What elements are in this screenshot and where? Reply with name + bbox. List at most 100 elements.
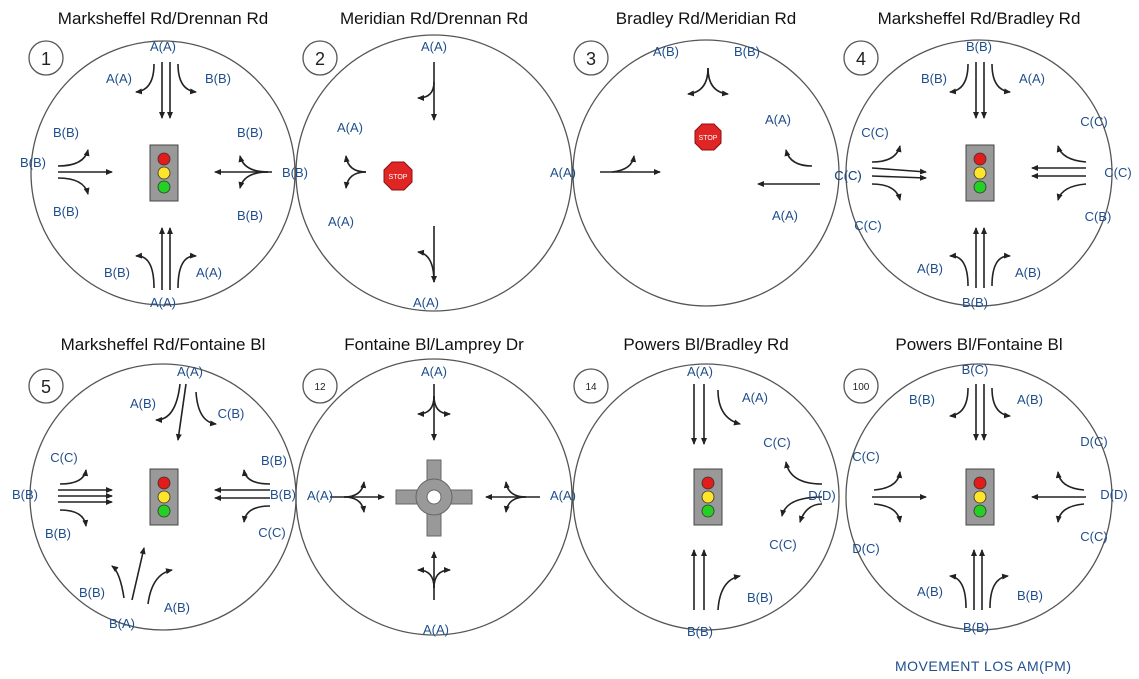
intersection-12-title: Fontaine Bl/Lamprey Dr (344, 335, 524, 354)
los-label: B(B) (79, 585, 105, 600)
traffic-signal-icon (693, 468, 723, 526)
intersection-100: Powers Bl/Fontaine Bl 100 B(C) B(B) A(B)… (843, 335, 1128, 635)
los-label: D(C) (1080, 434, 1107, 449)
los-label: C(B) (1085, 209, 1112, 224)
los-label: A(A) (772, 208, 798, 223)
los-label: B(B) (53, 125, 79, 140)
los-label: B(B) (270, 487, 296, 502)
roundabout-icon (395, 459, 473, 537)
los-label: A(A) (1019, 71, 1045, 86)
intersection-1-title: Marksheffel Rd/Drennan Rd (58, 9, 268, 28)
los-label: B(C) (962, 362, 989, 377)
los-label: B(B) (104, 265, 130, 280)
los-label: C(C) (769, 537, 796, 552)
los-label: C(C) (861, 125, 888, 140)
intersection-3-number: 3 (586, 49, 596, 69)
intersection-2: Meridian Rd/Drennan Rd 2 STOP A(A) B(B) … (282, 9, 573, 312)
intersection-2-title: Meridian Rd/Drennan Rd (340, 9, 528, 28)
los-label: B(B) (734, 44, 760, 59)
los-label: C(C) (852, 449, 879, 464)
los-label: A(B) (653, 44, 679, 59)
traffic-signal-icon (149, 144, 179, 202)
los-label: B(B) (53, 204, 79, 219)
los-label: B(B) (12, 487, 38, 502)
los-label: A(B) (130, 396, 156, 411)
los-label: A(A) (106, 71, 132, 86)
los-label: D(D) (1100, 487, 1127, 502)
traffic-signal-icon (965, 468, 995, 526)
stop-sign-icon: STOP (694, 123, 722, 151)
traffic-signal-icon (965, 144, 995, 202)
intersection-4-number: 4 (856, 49, 866, 69)
los-label: A(A) (337, 120, 363, 135)
los-label: B(A) (109, 616, 135, 631)
los-label: A(A) (196, 265, 222, 280)
los-label: A(A) (421, 39, 447, 54)
los-label: A(A) (421, 364, 447, 379)
los-label: A(B) (917, 261, 943, 276)
intersection-1-number: 1 (41, 49, 51, 69)
los-label: B(B) (921, 71, 947, 86)
los-label: A(A) (328, 214, 354, 229)
intersection-5: Marksheffel Rd/Fontaine Bl 5 A(A) A(B) C… (12, 335, 297, 631)
los-label: C(C) (1080, 529, 1107, 544)
los-label: C(C) (50, 450, 77, 465)
los-label: C(C) (834, 168, 861, 183)
intersection-5-title: Marksheffel Rd/Fontaine Bl (61, 335, 266, 354)
intersection-4: Marksheffel Rd/Bradley Rd 4 B(B) B(B) A(… (834, 9, 1131, 310)
intersection-1: Marksheffel Rd/Drennan Rd 1 A(A) A(A) B(… (20, 9, 296, 310)
intersection-14-number: 14 (585, 382, 597, 393)
los-label: B(B) (205, 71, 231, 86)
los-label: B(B) (282, 165, 308, 180)
traffic-signal-icon (149, 468, 179, 526)
los-label: A(A) (742, 390, 768, 405)
intersection-100-number: 100 (853, 382, 870, 393)
los-label: C(B) (218, 406, 245, 421)
los-label: A(A) (150, 295, 176, 310)
los-label: B(B) (237, 208, 263, 223)
intersection-5-number: 5 (41, 377, 51, 397)
los-label: B(B) (261, 453, 287, 468)
los-label: A(A) (550, 488, 576, 503)
intersection-2-number: 2 (315, 49, 325, 69)
los-label: B(B) (20, 155, 46, 170)
legend-text: MOVEMENT LOS AM(PM) (895, 658, 1071, 674)
intersection-3: Bradley Rd/Meridian Rd 3 STOP A(B) B(B) … (550, 9, 862, 307)
los-label: A(A) (307, 488, 333, 503)
intersection-100-title: Powers Bl/Fontaine Bl (895, 335, 1062, 354)
los-label: B(B) (747, 590, 773, 605)
los-label: D(D) (808, 488, 835, 503)
los-label: A(A) (687, 364, 713, 379)
los-label: A(A) (150, 39, 176, 54)
los-label: A(B) (1017, 392, 1043, 407)
intersection-4-title: Marksheffel Rd/Bradley Rd (878, 9, 1081, 28)
los-label: B(B) (687, 624, 713, 639)
los-label: B(B) (966, 39, 992, 54)
intersection-12: Fontaine Bl/Lamprey Dr 12 A(A) A(A) A(A)… (295, 335, 576, 637)
los-label: B(B) (237, 125, 263, 140)
los-label: C(C) (1080, 114, 1107, 129)
los-label: A(A) (413, 295, 439, 310)
los-label: C(C) (763, 435, 790, 450)
los-label: B(B) (909, 392, 935, 407)
los-label: A(A) (177, 364, 203, 379)
stop-sign-text: STOP (699, 135, 718, 142)
los-label: A(B) (164, 600, 190, 615)
los-label: A(B) (1015, 265, 1041, 280)
intersection-3-title: Bradley Rd/Meridian Rd (616, 9, 796, 28)
los-label: C(C) (834, 168, 861, 183)
los-label: B(B) (1017, 588, 1043, 603)
los-label: A(B) (917, 584, 943, 599)
stop-sign-icon: STOP (383, 161, 413, 191)
los-label: C(C) (258, 525, 285, 540)
los-label: D(C) (852, 541, 879, 556)
los-label: B(B) (962, 295, 988, 310)
los-label: B(B) (45, 526, 71, 541)
los-label: A(A) (423, 622, 449, 637)
los-label: A(A) (550, 165, 576, 180)
intersection-14: Powers Bl/Bradley Rd 14 A(A) A(A) C(C) D… (572, 335, 840, 639)
intersection-12-number: 12 (314, 382, 326, 393)
los-label: C(C) (1104, 165, 1131, 180)
intersection-14-title: Powers Bl/Bradley Rd (623, 335, 788, 354)
